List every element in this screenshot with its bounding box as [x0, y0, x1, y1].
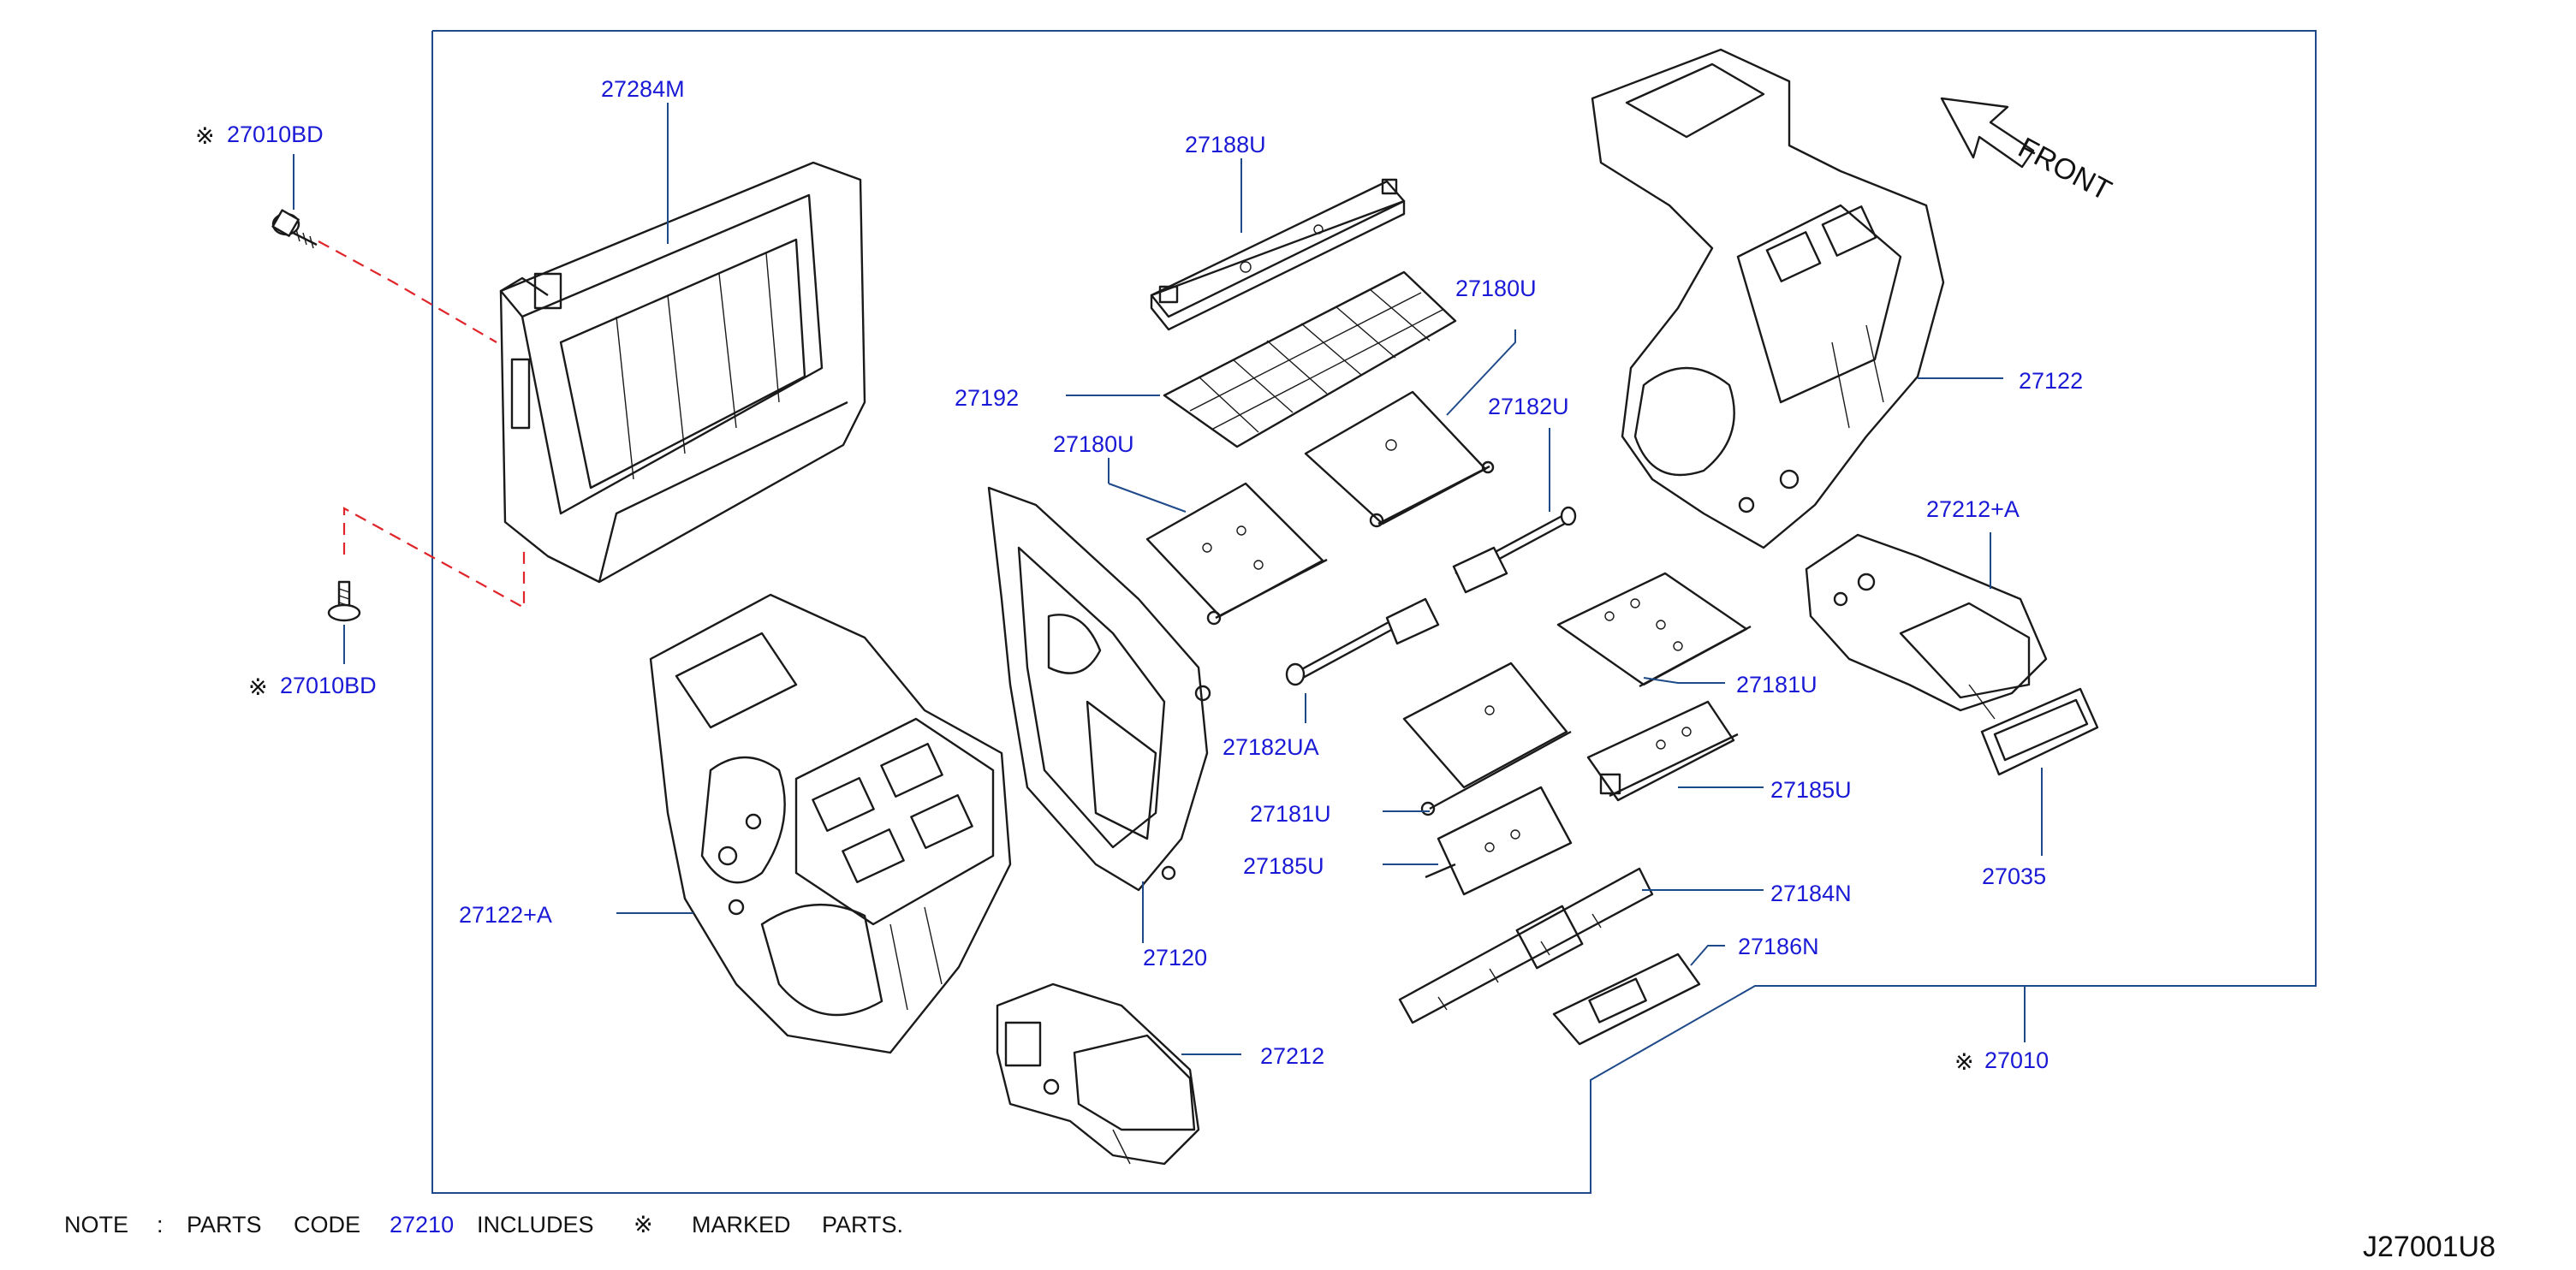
screw-icon-top [271, 209, 318, 249]
assembly-frame [431, 30, 2317, 1194]
part-label-27185u-left: 27185U [1243, 853, 1324, 879]
part-label-27181u-right: 27181U [1736, 672, 1817, 697]
part-label-27188u: 27188U [1185, 132, 1266, 157]
part-label-27010bd-top: 27010BD [227, 122, 324, 147]
note-word-parts: PARTS [187, 1212, 262, 1237]
defrost-door-left [1425, 786, 1573, 896]
part-label-27035: 27035 [1982, 863, 2046, 889]
door-rail [1398, 867, 1654, 1024]
air-mix-door-lower [1145, 482, 1328, 626]
dashed-leader-bottom [342, 507, 526, 609]
screw-icon-bottom [327, 580, 361, 622]
front-arrow-icon [1940, 97, 2035, 169]
note-word-marked: MARKED [692, 1212, 791, 1237]
mark-symbol: ※ [248, 674, 268, 700]
air-duct-small [996, 982, 1200, 1166]
dashed-leader-top [318, 240, 497, 343]
small-door [1552, 952, 1701, 1046]
part-label-27010bd-bottom: 27010BD [280, 673, 377, 698]
air-duct-large [1805, 533, 2048, 720]
part-label-27122: 27122 [2019, 368, 2083, 394]
note-line: NOTE : PARTS CODE 27210 INCLUDES ※ MARKE… [64, 1212, 903, 1237]
door-shaft-upper [1452, 506, 1577, 594]
mode-door-left [1402, 662, 1572, 816]
note-word-includes: INCLUDES [477, 1212, 594, 1237]
heater-case-plate [987, 486, 1211, 892]
heater-unit-left [649, 593, 1012, 1054]
heater-unit-right [1591, 48, 1945, 549]
part-label-27184n: 27184N [1770, 881, 1852, 906]
part-label-27192: 27192 [955, 385, 1019, 411]
air-mix-door-upper [1304, 390, 1495, 528]
part-label-27284m: 27284M [601, 76, 685, 102]
part-label-27122a: 27122+A [459, 902, 552, 928]
mode-door-right [1556, 572, 1752, 688]
note-prefix: NOTE [64, 1212, 128, 1237]
part-label-27182u: 27182U [1488, 394, 1569, 419]
part-label-27212: 27212 [1260, 1043, 1324, 1069]
defrost-door-right [1586, 700, 1739, 802]
cover-plate [1150, 178, 1406, 331]
part-label-27010: 27010 [1984, 1047, 2049, 1073]
note-parts-code: 27210 [390, 1212, 454, 1237]
note-mark-symbol: ※ [634, 1212, 653, 1237]
part-label-27181u-left: 27181U [1250, 801, 1331, 827]
note-colon: : [157, 1212, 164, 1237]
mode-door-grid [1163, 270, 1457, 448]
front-label: FRONT [2013, 132, 2116, 208]
seal-gasket [1980, 687, 2099, 776]
reference-code: J27001U8 [2363, 1231, 2496, 1263]
part-label-27120: 27120 [1143, 945, 1207, 970]
mark-symbol: ※ [1954, 1049, 1974, 1075]
part-label-27186n: 27186N [1738, 934, 1819, 959]
door-shaft-lower [1285, 597, 1440, 686]
note-word-code: CODE [294, 1212, 360, 1237]
note-word-parts-end: PARTS. [822, 1212, 903, 1237]
part-label-27180u-lower: 27180U [1053, 431, 1134, 457]
part-label-27182ua: 27182UA [1223, 734, 1319, 760]
mark-symbol: ※ [195, 123, 215, 149]
leader-lines [293, 103, 2043, 1055]
filter-case-housing [499, 161, 866, 584]
part-label-27212a: 27212+A [1926, 496, 2020, 522]
part-label-27180u-upper: 27180U [1455, 276, 1537, 301]
part-label-27185u-right: 27185U [1770, 777, 1852, 803]
